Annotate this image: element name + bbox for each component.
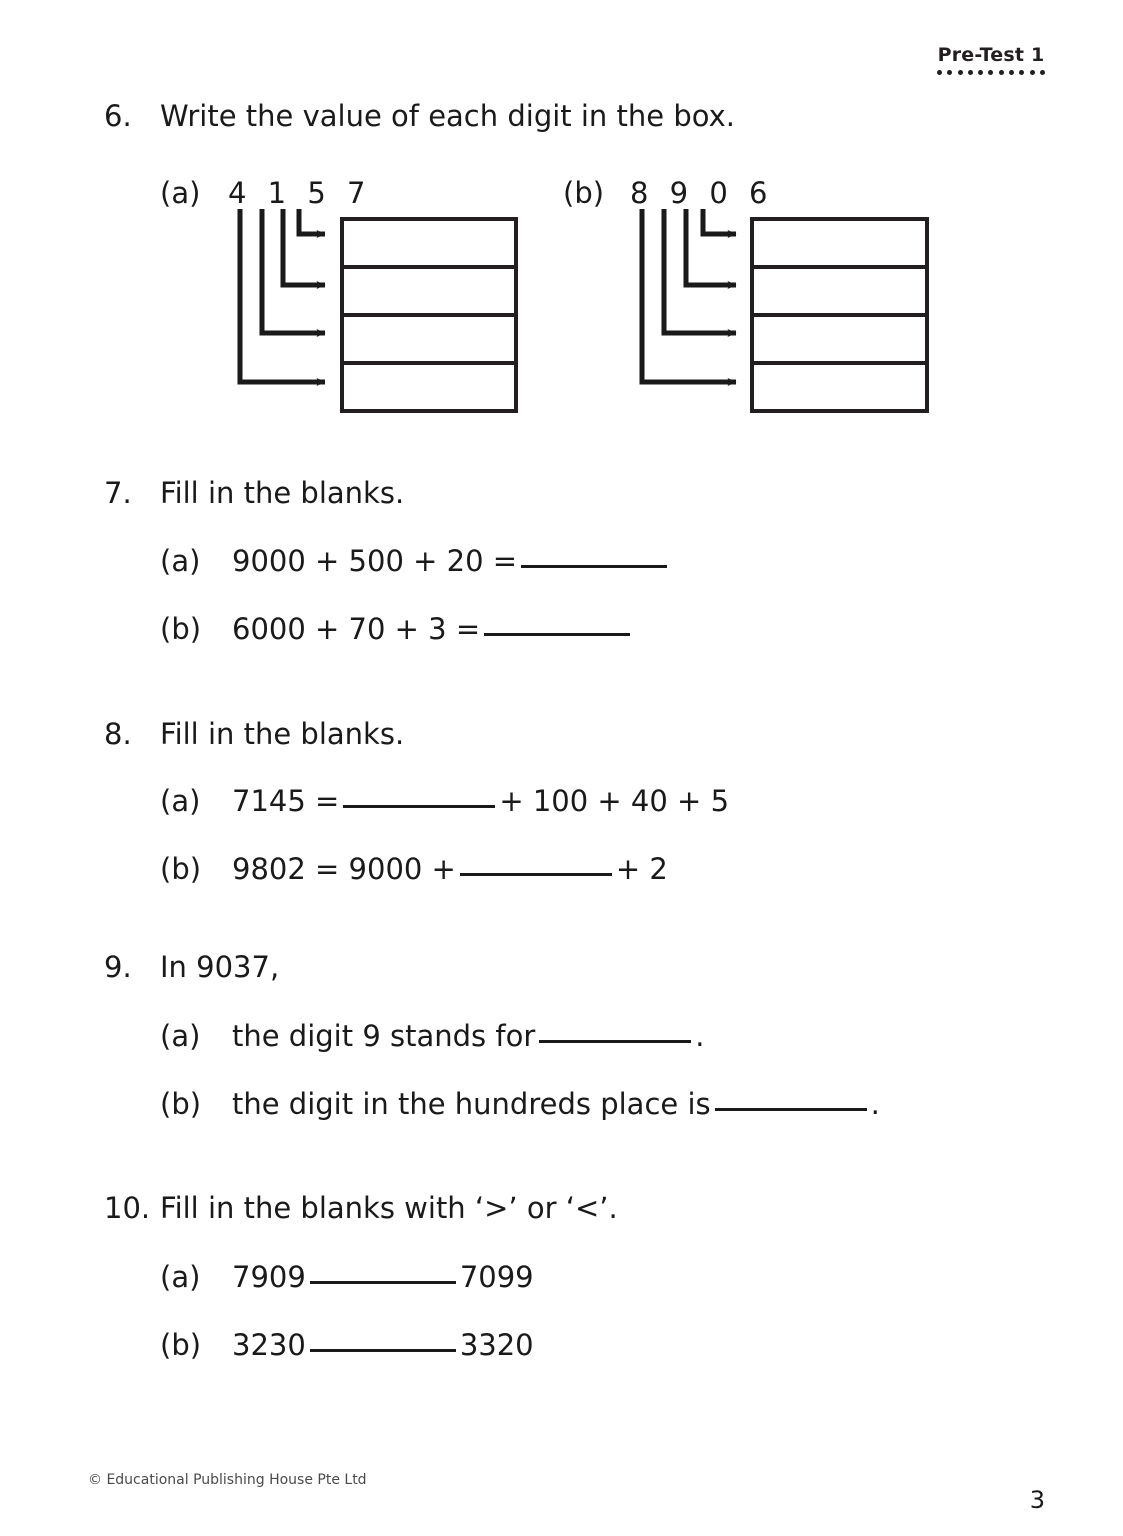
header-dot — [947, 70, 953, 75]
question-9-part-b-label: (b) — [160, 1087, 202, 1121]
question-9-part-b-blank[interactable] — [714, 1108, 867, 1111]
question-8-heading: 8. Fill in the blanks. — [104, 717, 1064, 751]
question-10-part-a-blank[interactable] — [309, 1281, 456, 1284]
header-title: Pre-Test 1 — [937, 44, 1045, 66]
question-8-number: 8. — [104, 717, 132, 751]
question-8-part-a-expression-after: + 100 + 40 + 5 — [499, 784, 730, 818]
question-6-heading: 6. Write the value of each digit in the … — [104, 99, 1064, 133]
question-10: 10. Fill in the blanks with ‘>’ or ‘<’. — [104, 1191, 1064, 1225]
question-10-part-b-label: (b) — [160, 1328, 202, 1362]
question-7-part-b-blank[interactable] — [484, 633, 631, 636]
header-dot — [998, 70, 1004, 75]
header-dot — [978, 70, 984, 75]
place-value-digits-b: 8 9 0 6 — [630, 176, 774, 210]
question-8-part-a-blank[interactable] — [343, 805, 496, 808]
question-10-part-b-right-number: 3320 — [459, 1328, 534, 1362]
question-10-part-b: (b) 3230 3320 — [104, 1328, 1064, 1362]
question-8-text: Fill in the blanks. — [160, 717, 405, 751]
question-9-part-a-blank[interactable] — [539, 1040, 692, 1043]
header-dot — [1019, 70, 1025, 75]
question-7-part-a-expression: 9000 + 500 + 20 = — [232, 544, 518, 578]
question-7-heading: 7. Fill in the blanks. — [104, 476, 1064, 510]
question-7-part-b-label: (b) — [160, 612, 202, 646]
question-9-part-a: (a) the digit 9 stands for . — [104, 1019, 1064, 1053]
question-10-part-a-right-number: 7099 — [459, 1260, 534, 1294]
question-7-part-b: (b) 6000 + 70 + 3 = — [104, 612, 1064, 646]
question-6-part-a-label: (a) — [160, 176, 201, 210]
question-7-part-a: (a) 9000 + 500 + 20 = — [104, 544, 1064, 578]
place-value-digits-a: 4 1 5 7 — [228, 176, 372, 210]
header-dot — [1039, 70, 1045, 75]
footer-copyright: © Educational Publishing House Pte Ltd — [88, 1472, 367, 1488]
question-9-part-a-label: (a) — [160, 1019, 201, 1053]
question-9-part-b: (b) the digit in the hundreds place is . — [104, 1087, 1064, 1121]
page-header: Pre-Test 1 — [937, 46, 1045, 75]
question-8-part-a-expression-before: 7145 = — [232, 784, 340, 818]
question-8: 8. Fill in the blanks. — [104, 717, 1064, 751]
question-10-heading: 10. Fill in the blanks with ‘>’ or ‘<’. — [104, 1191, 1064, 1225]
question-8-part-b-blank[interactable] — [459, 873, 612, 876]
question-8-part-a: (a) 7145 = + 100 + 40 + 5 — [104, 784, 1064, 818]
question-10-part-b-left-number: 3230 — [232, 1328, 306, 1362]
header-dot — [1029, 70, 1035, 75]
question-8-part-b-label: (b) — [160, 852, 202, 886]
question-8-part-a-label: (a) — [160, 784, 201, 818]
question-9-part-a-text: the digit 9 stands for — [232, 1019, 536, 1053]
question-9-text: In 9037, — [160, 950, 280, 984]
question-7-part-a-label: (a) — [160, 544, 201, 578]
question-6-number: 6. — [104, 99, 132, 133]
header-dot — [957, 70, 963, 75]
question-9-number: 9. — [104, 950, 132, 984]
question-10-part-a-left-number: 7909 — [232, 1260, 306, 1294]
question-9: 9. In 9037, — [104, 950, 1064, 984]
question-7-text: Fill in the blanks. — [160, 476, 405, 510]
question-10-part-b-blank[interactable] — [309, 1349, 456, 1352]
question-6-part-b-label: (b) — [563, 176, 605, 210]
question-6: 6. Write the value of each digit in the … — [104, 99, 1064, 133]
question-8-part-b-expression-after: + 2 — [615, 852, 668, 886]
question-7-number: 7. — [104, 476, 132, 510]
question-7-part-b-expression: 6000 + 70 + 3 = — [232, 612, 481, 646]
question-6-text: Write the value of each digit in the box… — [160, 99, 735, 133]
place-value-arrows-b — [639, 209, 929, 413]
place-value-arrows-a — [237, 209, 518, 413]
header-dot — [988, 70, 994, 75]
question-9-part-b-period: . — [870, 1087, 880, 1121]
question-10-number: 10. — [104, 1191, 151, 1225]
question-8-part-b-expression-before: 9802 = 9000 + — [232, 852, 456, 886]
header-dot — [937, 70, 942, 75]
place-value-diagram-b: 8 9 0 6 — [630, 176, 940, 420]
question-7-part-a-blank[interactable] — [521, 565, 668, 568]
question-9-part-a-period: . — [695, 1019, 705, 1053]
header-dot — [1009, 70, 1015, 75]
header-dot-rule — [937, 70, 1045, 75]
question-7: 7. Fill in the blanks. — [104, 476, 1064, 510]
question-9-part-b-text: the digit in the hundreds place is — [232, 1087, 711, 1121]
question-10-text: Fill in the blanks with ‘>’ or ‘<’. — [160, 1191, 618, 1225]
footer-page-number: 3 — [1029, 1486, 1045, 1514]
place-value-diagram-a: 4 1 5 7 — [228, 176, 528, 420]
question-10-part-a: (a) 7909 7099 — [104, 1260, 1064, 1294]
question-10-part-a-label: (a) — [160, 1260, 201, 1294]
question-9-heading: 9. In 9037, — [104, 950, 1064, 984]
header-dot — [967, 70, 973, 75]
question-8-part-b: (b) 9802 = 9000 + + 2 — [104, 852, 1064, 886]
